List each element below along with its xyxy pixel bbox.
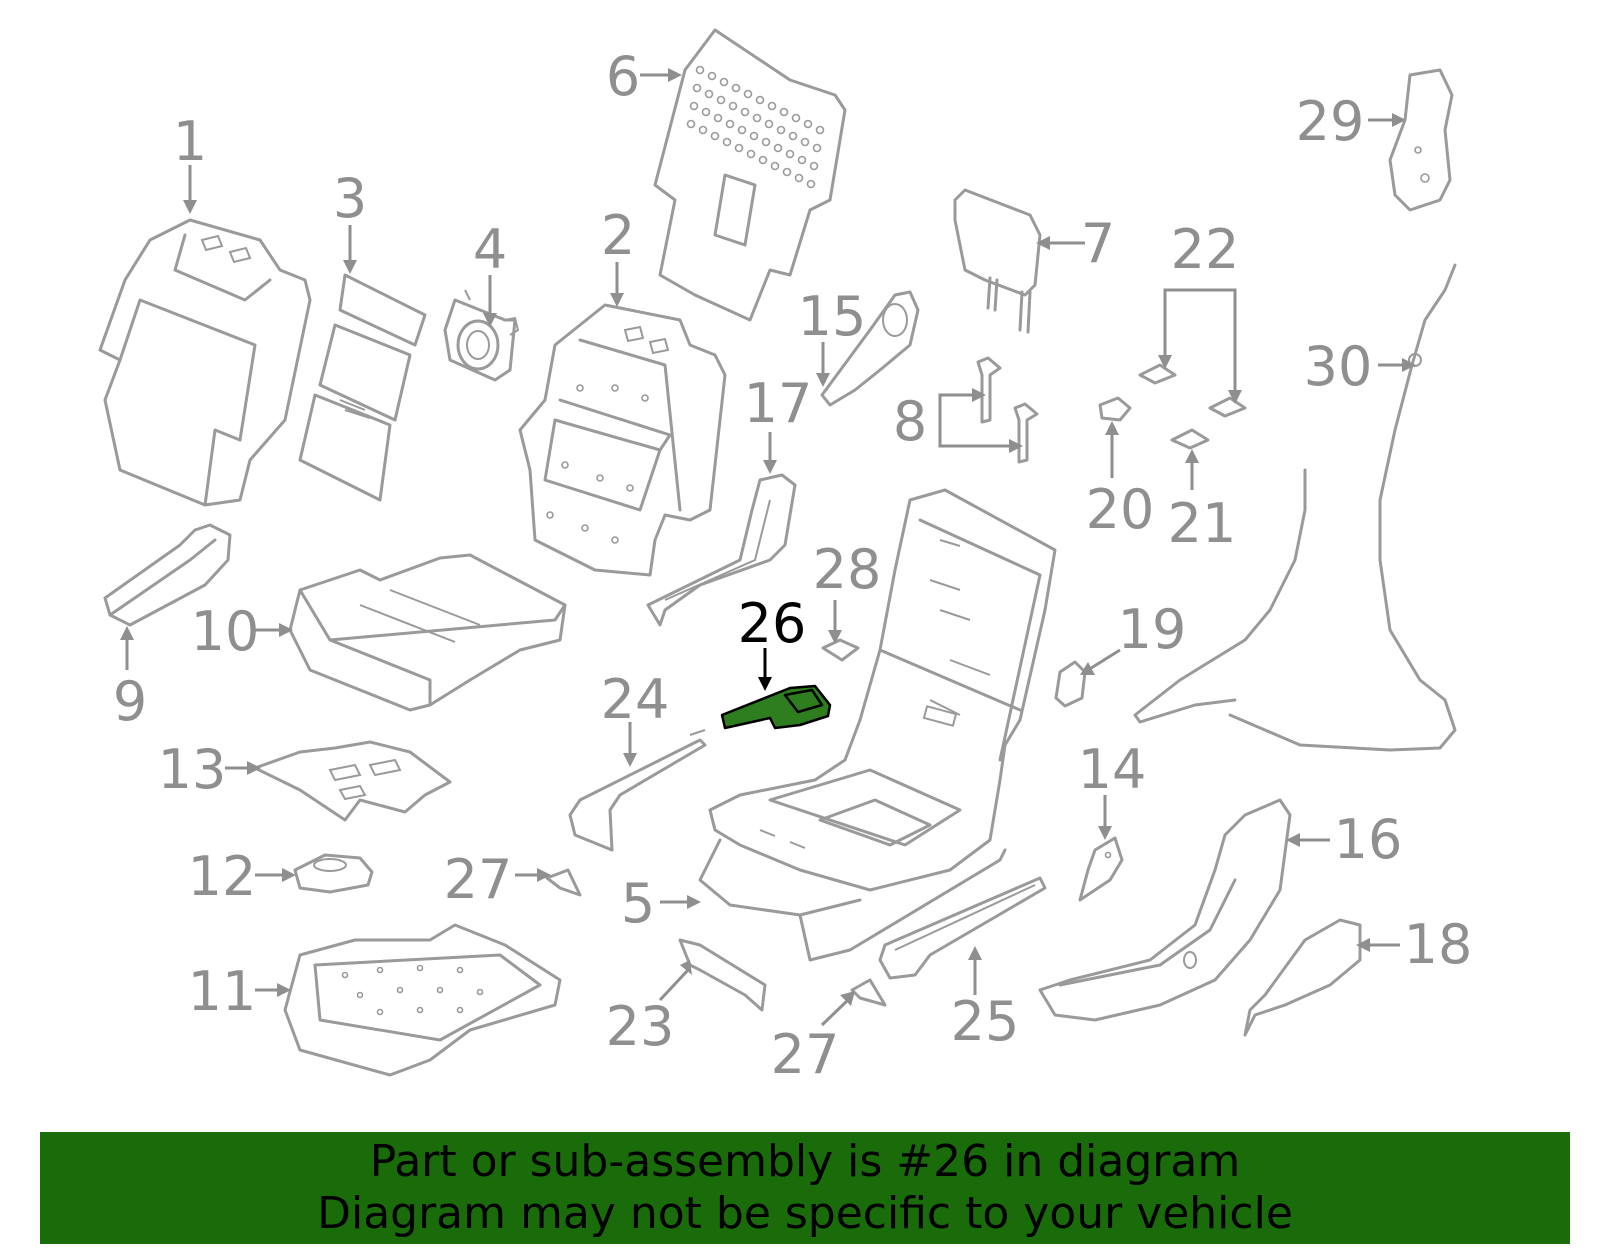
part-27-clip-b	[850, 978, 887, 1007]
part-4-speaker	[443, 289, 520, 382]
callout-5: 5	[621, 872, 655, 935]
callout-7: 7	[1081, 212, 1115, 275]
callout-13: 13	[158, 738, 227, 801]
callout-9: 9	[113, 670, 147, 733]
part-20-clip	[1098, 396, 1132, 422]
callout-2: 2	[601, 204, 635, 267]
part-1-seatback-cover	[98, 218, 312, 507]
callout-11: 11	[188, 960, 257, 1023]
callout-8: 8	[893, 390, 927, 453]
part-13-pad-sheet	[253, 740, 452, 822]
leader-arrows	[120, 68, 1416, 1027]
callout-28: 28	[813, 538, 882, 601]
callout-15: 15	[798, 285, 867, 348]
callout-26: 26	[738, 592, 807, 655]
part-30-cable	[1133, 263, 1457, 752]
part-25-rail-cover	[878, 876, 1047, 980]
callout-25: 25	[951, 990, 1020, 1053]
callout-27-b: 27	[771, 1023, 840, 1086]
part-28-clip	[821, 638, 860, 662]
part-9-armrest	[103, 523, 232, 627]
part-3-back-pads	[298, 273, 427, 502]
callout-10: 10	[191, 600, 260, 663]
part-11-cushion-pad	[283, 923, 562, 1077]
callout-24: 24	[601, 668, 670, 731]
parts-diagram: 1 2 3 4 5 6 7 8 9 10 11 12 13 14 15 16 1…	[98, 28, 1473, 1086]
callout-27-a: 27	[444, 848, 513, 911]
part-19-switch	[1054, 660, 1087, 708]
callout-17: 17	[744, 372, 813, 435]
callout-14: 14	[1078, 738, 1147, 801]
part-7-headrest	[953, 188, 1042, 334]
callout-3: 3	[333, 167, 367, 230]
callout-22: 22	[1171, 218, 1240, 281]
callout-18: 18	[1404, 913, 1473, 976]
part-29-bracket	[1388, 68, 1454, 212]
callout-21: 21	[1168, 492, 1237, 555]
callout-labels: 1 2 3 4 5 6 7 8 9 10 11 12 13 14 15 16 1…	[113, 45, 1473, 1086]
info-banner: Part or sub-assembly is #26 in diagram D…	[40, 1132, 1570, 1244]
part-8-guides	[976, 356, 1039, 464]
part-18-cover	[1243, 918, 1362, 1037]
part-6-back-board	[653, 28, 847, 322]
callout-4: 4	[473, 218, 507, 281]
callout-29: 29	[1296, 90, 1365, 153]
part-14-bracket	[1078, 836, 1124, 902]
callout-12: 12	[188, 845, 257, 908]
part-5-seat-frame	[698, 488, 1057, 962]
part-26-highlighted	[720, 684, 832, 730]
callout-30: 30	[1304, 335, 1373, 398]
part-22-clips	[1138, 363, 1247, 418]
part-23-bracket	[678, 938, 767, 1012]
banner-line-2: Diagram may not be specific to your vehi…	[317, 1188, 1293, 1239]
callout-23: 23	[606, 995, 675, 1058]
callout-1: 1	[173, 110, 207, 173]
part-12-disc	[293, 853, 374, 894]
part-16-side-shield	[1038, 798, 1292, 1022]
part-24-guide-rail	[568, 729, 707, 852]
part-2-seatback-panel	[518, 303, 727, 577]
part-21-clip	[1170, 428, 1210, 450]
part-17-trim-strip	[646, 473, 797, 627]
part-27-clip-a	[545, 868, 582, 897]
callout-16: 16	[1334, 808, 1403, 871]
callout-6: 6	[606, 45, 640, 108]
callout-19: 19	[1118, 598, 1187, 661]
callout-20: 20	[1086, 478, 1155, 541]
banner-line-1: Part or sub-assembly is #26 in diagram	[369, 1136, 1241, 1187]
part-15-recliner	[820, 290, 920, 407]
part-10-seat-cushion	[288, 553, 567, 712]
